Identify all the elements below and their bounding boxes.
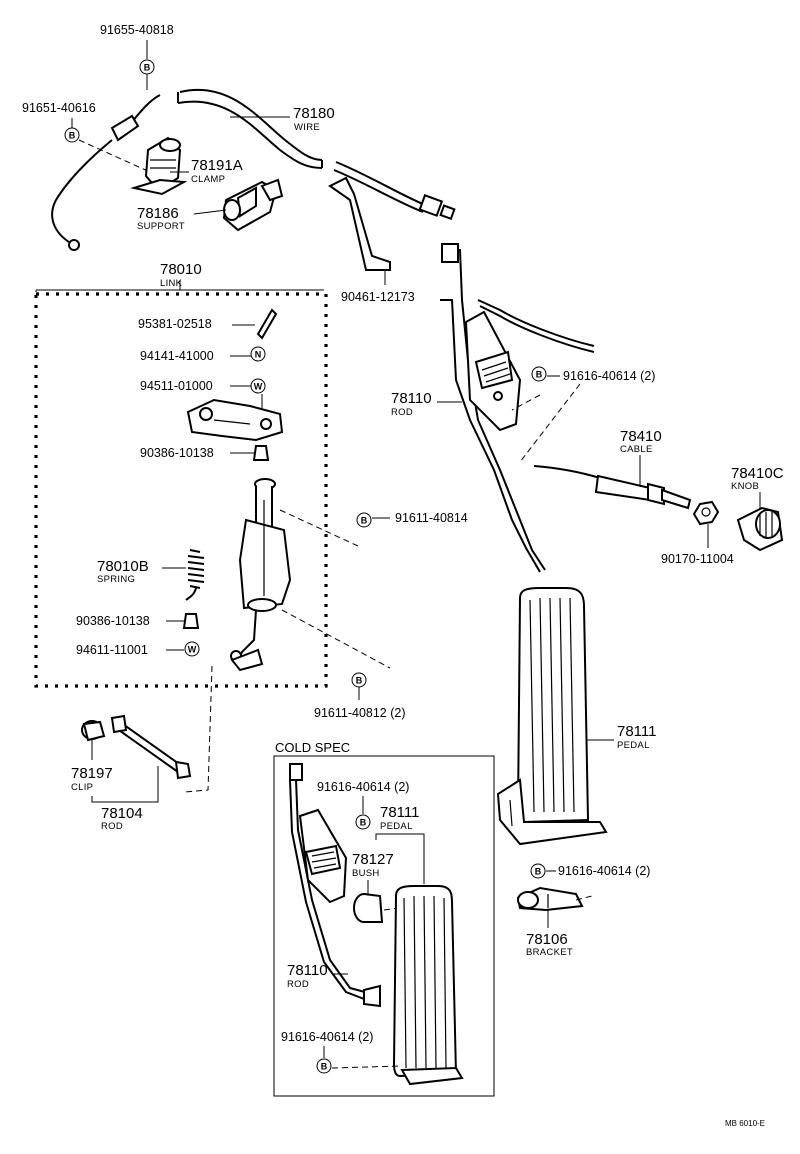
label-cs-91616-40614-a: 91616-40614 (2) [317,780,409,794]
label-cold-spec: COLD SPEC [275,740,350,755]
cable-knob-group: 78410 CABLE 90170-11004 78410C KNOB [533,428,784,566]
nut-90170-shape [692,500,720,526]
label-cs-78111: 78111 [380,804,420,821]
label-94511-01000: 94511-01000 [140,379,213,393]
svg-text:B: B [356,676,363,686]
label-91651-40616: 91651-40616 [22,101,96,115]
svg-text:W: W [188,645,197,655]
label-pedal: PEDAL [617,740,650,751]
svg-text:W: W [254,382,263,392]
nut-symbol-n: N [250,346,266,362]
label-cable: CABLE [620,444,653,455]
reference-code: MB 6010-E [725,1119,765,1128]
bush-78127-shape [353,893,399,923]
label-cs-rod: ROD [287,979,309,990]
label-78180: 78180 [293,105,335,122]
wire-78180-shape [179,89,323,161]
label-94141-41000: 94141-41000 [140,349,214,363]
label-cs-78110: 78110 [287,962,328,979]
label-90170-11004: 90170-11004 [661,552,734,566]
label-90386-10138-b: 90386-10138 [76,614,150,628]
bolt-symbol-b-4: B [351,672,367,688]
cable-78410-shape [533,465,601,479]
svg-text:N: N [255,350,262,360]
label-78191a: 78191A [191,157,243,174]
bolt-91611-40812-group: B 91611-40812 (2) [314,672,406,720]
svg-text:B: B [144,63,151,73]
label-78111: 78111 [617,723,657,740]
label-spring: SPRING [97,574,135,585]
bolt-91611-40814-group: B 91611-40814 [356,511,468,528]
label-95381-02518: 95381-02518 [138,317,212,331]
label-78104: 78104 [101,805,143,822]
label-78197: 78197 [71,765,113,782]
label-link: LINK [160,278,183,289]
pedal-bracket-shape [464,310,522,432]
pedal-78111-group: 78111 PEDAL B 91616-40614 (2) 78106 BRAC… [496,587,657,958]
bolt-symbol-b-8: B [316,1058,332,1074]
bolt-symbol-b-5: B [531,366,547,382]
label-wire: WIRE [294,122,320,133]
bolt-symbol-b-1: B [139,59,155,75]
washer-symbol-w-1: W [250,378,266,394]
pedal-78111-shape [496,587,608,846]
label-cs-bush: BUSH [352,868,380,879]
label-support: SUPPORT [137,221,185,232]
bracket-78106-shape [516,886,593,912]
label-cs-pedal: PEDAL [380,821,413,832]
rod-78104-shape [110,714,192,780]
bracket-90461-shape [328,176,391,271]
label-78010: 78010 [160,261,202,278]
cold-spec-box [273,755,495,1097]
wire-assembly-group: 91655-40818 B 91651-40616 B 78180 WIRE [22,23,456,304]
svg-text:B: B [536,370,543,380]
svg-text:B: B [535,867,542,877]
rod-78110-group: 78110 ROD B 91616-40614 (2) [391,243,655,573]
label-91611-40812: 91611-40812 (2) [314,706,406,720]
label-94611-11001: 94611-11001 [76,643,148,657]
clamp-78191a-shape [130,136,188,196]
clip-rod-group: 78197 CLIP 78104 ROD [71,714,192,832]
label-90461-12173: 90461-12173 [341,290,415,304]
label-91616-40614-a: 91616-40614 (2) [563,369,655,383]
label-78110: 78110 [391,390,432,407]
svg-text:B: B [69,131,76,141]
knob-78410c-shape [736,506,784,552]
label-rod: ROD [391,407,413,418]
label-78186: 78186 [137,205,179,222]
label-91655-40818: 91655-40818 [100,23,174,37]
label-knob: KNOB [731,481,759,492]
label-bracket: BRACKET [526,947,573,958]
label-clip: CLIP [71,782,93,793]
label-cs-91616-40614-b: 91616-40614 (2) [281,1030,373,1044]
label-78410c: 78410C [731,465,784,482]
label-cs-78127: 78127 [352,851,394,868]
svg-text:B: B [361,516,368,526]
cold-spec-group: COLD SPEC 91616-40614 (2) B 78111 PEDAL … [273,740,495,1097]
clip-78197-shape [81,720,106,742]
label-rod-78104: ROD [101,821,123,832]
svg-text:B: B [321,1062,328,1072]
cs-rod-78110-shape [289,763,381,1008]
bolt-symbol-b-2: B [64,127,80,143]
bolt-symbol-b-7: B [355,814,371,830]
label-78106: 78106 [526,931,568,948]
link-lever-shape [186,398,284,442]
bolt-symbol-b-6: B [530,863,546,879]
label-90386-10138-a: 90386-10138 [140,446,214,460]
label-78410: 78410 [620,428,662,445]
cs-pedal-78111-shape [392,885,464,1086]
label-clamp: CLAMP [191,174,225,185]
label-78010b: 78010B [97,558,149,575]
spring-shape [185,549,205,601]
link-78010-group: 78010 LINK 95381-02518 94141-41000 N 945… [34,261,328,688]
label-91616-40614-b: 91616-40614 (2) [558,864,650,878]
link-shaft-shape [230,478,292,672]
svg-text:B: B [360,818,367,828]
washer-symbol-w-2: W [184,641,200,657]
bolt-symbol-b-3: B [356,512,372,528]
label-91611-40814: 91611-40814 [395,511,468,525]
support-78186-shape [222,178,284,232]
